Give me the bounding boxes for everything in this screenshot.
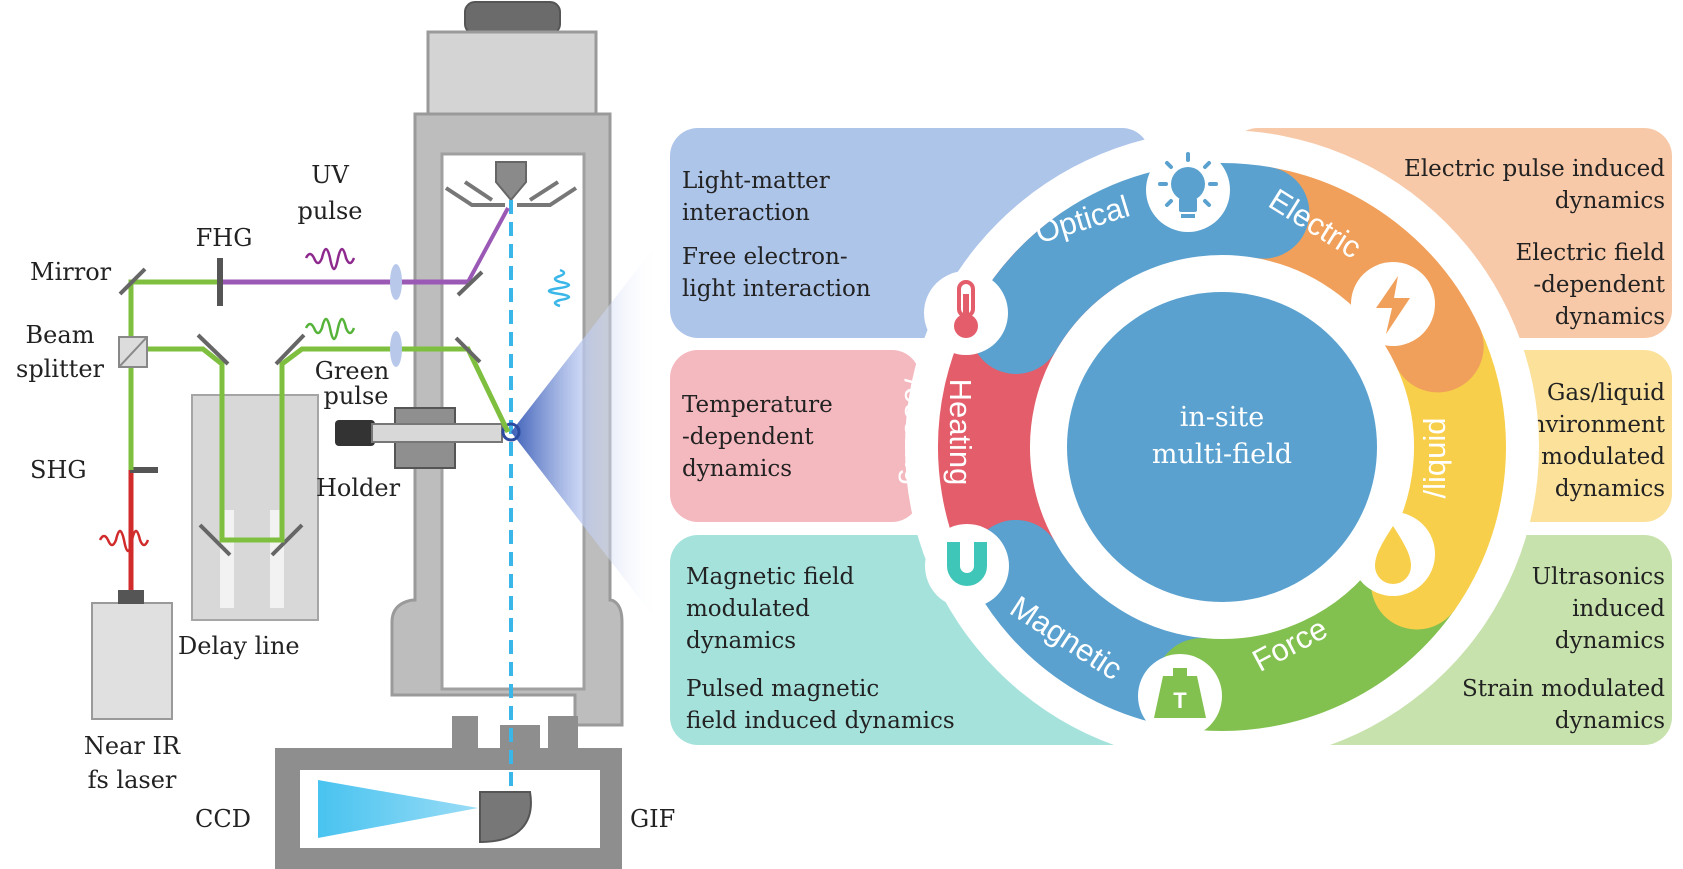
electric-line-5: dynamics bbox=[1555, 304, 1665, 330]
svg-text:T: T bbox=[1173, 688, 1187, 713]
temperature-line-1: Temperature bbox=[682, 392, 833, 418]
ring-center-disc bbox=[1067, 292, 1377, 602]
label-holder: Holder bbox=[316, 474, 401, 502]
ring-label-heating: Heating bbox=[943, 379, 978, 486]
optical-line-3: Free electron- bbox=[682, 244, 848, 270]
electron-pulse-wave bbox=[547, 268, 571, 308]
box-temperature bbox=[670, 350, 920, 522]
electric-line-2: dynamics bbox=[1555, 188, 1665, 214]
electric-line-4: -dependent bbox=[1533, 272, 1665, 298]
optical-line-4: light interaction bbox=[682, 276, 871, 302]
label-near-ir: Near IR bbox=[84, 732, 181, 760]
magnetic-line-5: field induced dynamics bbox=[686, 708, 955, 734]
thermometer-icon bbox=[924, 271, 1008, 355]
bulb-icon bbox=[1146, 148, 1230, 232]
force-line-4: Strain modulated bbox=[1462, 676, 1665, 702]
magnet-icon bbox=[925, 524, 1009, 608]
ring-center-line-2: multi-field bbox=[1152, 439, 1292, 470]
label-mirror: Mirror bbox=[30, 258, 112, 286]
force-line-3: dynamics bbox=[1555, 628, 1665, 654]
box-electric-text: Electric pulse induced dynamics Electric… bbox=[1404, 156, 1666, 330]
ring-label-liquid: /liquid bbox=[1417, 418, 1452, 499]
ring-label-gas: Gas bbox=[1377, 424, 1412, 481]
force-line-5: dynamics bbox=[1555, 708, 1665, 734]
label-gif: GIF bbox=[630, 805, 675, 833]
label-shg: SHG bbox=[30, 456, 87, 484]
force-line-2: induced bbox=[1572, 596, 1665, 622]
gas-line-1: Gas/liquid bbox=[1547, 380, 1665, 406]
gas-line-4: dynamics bbox=[1555, 476, 1665, 502]
magnetic-line-2: modulated bbox=[686, 596, 810, 622]
label-green-pulse: pulse bbox=[323, 382, 388, 410]
force-line-1: Ultrasonics bbox=[1532, 564, 1665, 590]
setup-labels: UV pulse FHG Mirror Beam splitter SHG Gr… bbox=[16, 161, 675, 833]
label-uv: UV bbox=[311, 161, 349, 189]
label-splitter: splitter bbox=[16, 355, 105, 383]
magnetic-line-3: dynamics bbox=[686, 628, 796, 654]
droplet-icon bbox=[1351, 512, 1435, 596]
sample-spot bbox=[501, 422, 521, 442]
label-ccd: CCD bbox=[195, 805, 251, 833]
box-temperature-text: Temperature -dependent dynamics bbox=[682, 392, 833, 482]
ring-label-cooling: /cooling bbox=[898, 379, 933, 486]
optical-line-1: Light-matter bbox=[682, 168, 830, 194]
label-green: Green bbox=[315, 357, 390, 385]
magnetic-line-4: Pulsed magnetic bbox=[686, 676, 879, 702]
optical-bench bbox=[91, 207, 511, 720]
gas-line-2: environment bbox=[1517, 412, 1666, 438]
weight-icon: T bbox=[1138, 654, 1222, 738]
label-beam: Beam bbox=[26, 321, 95, 349]
box-optical-text: Light-matter interaction Free electron- … bbox=[682, 168, 871, 302]
gas-line-3: modulated bbox=[1541, 444, 1665, 470]
magnetic-line-1: Magnetic field bbox=[686, 564, 855, 590]
optical-line-2: interaction bbox=[682, 200, 810, 226]
box-gas-text: Gas/liquid environment modulated dynamic… bbox=[1517, 380, 1666, 502]
temperature-line-2: -dependent bbox=[682, 424, 814, 450]
temperature-line-3: dynamics bbox=[682, 456, 792, 482]
box-force-text: Ultrasonics induced dynamics Strain modu… bbox=[1462, 564, 1665, 734]
zoom-cone bbox=[511, 240, 660, 625]
electric-line-3: Electric field bbox=[1516, 240, 1666, 266]
electric-line-1: Electric pulse induced bbox=[1404, 156, 1665, 182]
box-magnetic-text: Magnetic field modulated dynamics Pulsed… bbox=[686, 564, 955, 734]
label-fhg: FHG bbox=[196, 224, 253, 252]
lightning-icon bbox=[1351, 262, 1435, 346]
label-fs-laser: fs laser bbox=[88, 766, 177, 794]
label-uv-pulse: pulse bbox=[297, 197, 362, 225]
label-delay-line: Delay line bbox=[178, 632, 300, 660]
ring-center-line-1: in-site bbox=[1180, 402, 1264, 433]
